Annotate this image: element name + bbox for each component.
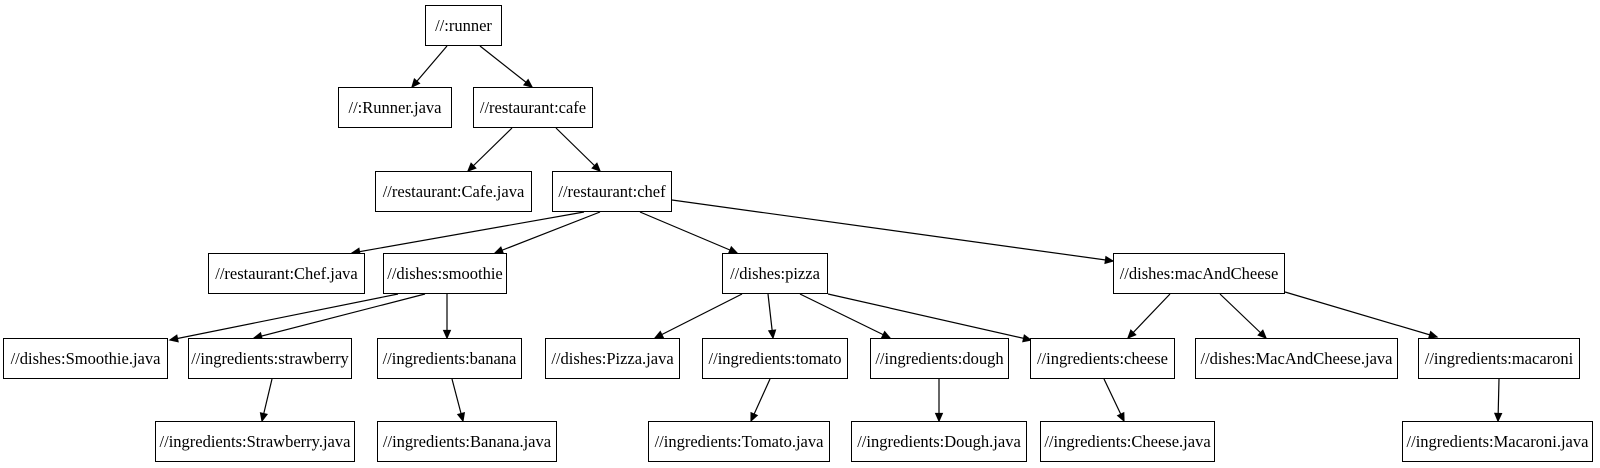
graph-edge-pizza-to-cheese (827, 293, 1033, 343)
graph-edge-smoothie-to-strawberry (252, 293, 426, 341)
graph-node-cafe: //restaurant:cafe (473, 87, 593, 128)
graph-edge-macaroni-to-macaroni_java (1493, 378, 1503, 423)
graph-node-chef_java: //restaurant:Chef.java (208, 253, 365, 294)
graph-edge-runner-to-cafe (479, 45, 534, 88)
graph-node-tomato_java: //ingredients:Tomato.java (648, 421, 830, 462)
graph-node-pizza_java: //dishes:Pizza.java (545, 338, 680, 379)
graph-edge-strawberry-to-strawberry_java (259, 378, 273, 423)
graph-edge-chef-to-smoothie (493, 211, 601, 254)
graph-edge-pizza-to-dough (799, 293, 892, 339)
graph-edge-chef-to-chef_java (350, 211, 585, 256)
graph-node-dough: //ingredients:dough (870, 338, 1009, 379)
graph-node-mac_java: //dishes:MacAndCheese.java (1195, 338, 1398, 379)
graph-node-pizza: //dishes:pizza (722, 253, 828, 294)
graph-edge-smoothie-to-smoothie_java (168, 293, 399, 343)
graph-node-smoothie_java: //dishes:Smoothie.java (3, 338, 168, 379)
graph-edge-tomato-to-tomato_java (750, 378, 771, 423)
graph-node-banana: //ingredients:banana (377, 338, 522, 379)
graph-edge-mac-to-macaroni (1284, 291, 1439, 339)
graph-node-macaroni_java: //ingredients:Macaroni.java (1402, 421, 1593, 462)
graph-node-dough_java: //ingredients:Dough.java (851, 421, 1027, 462)
graph-node-tomato: //ingredients:tomato (702, 338, 848, 379)
graph-node-cafe_java: //restaurant:Cafe.java (375, 171, 532, 212)
graph-node-strawberry_java: //ingredients:Strawberry.java (155, 421, 355, 462)
graph-edge-pizza-to-tomato (767, 293, 777, 340)
graph-edge-mac-to-mac_java (1219, 293, 1268, 339)
graph-edge-banana-to-banana_java (451, 378, 466, 423)
graph-node-banana_java: //ingredients:Banana.java (377, 421, 557, 462)
graph-edge-cafe-to-chef (555, 127, 602, 173)
graph-node-cheese: //ingredients:cheese (1030, 338, 1175, 379)
graph-edge-chef-to-mac (671, 199, 1115, 265)
graph-edge-chef-to-pizza (639, 211, 739, 254)
graph-node-chef: //restaurant:chef (552, 171, 672, 212)
graph-node-macaroni: //ingredients:macaroni (1418, 338, 1580, 379)
graph-edge-pizza-to-pizza_java (653, 293, 743, 339)
graph-edge-runner-to-runner_java (411, 45, 448, 89)
graph-node-smoothie: //dishes:smoothie (383, 253, 507, 294)
graph-node-strawberry: //ingredients:strawberry (188, 338, 352, 379)
graph-node-runner_java: //:Runner.java (338, 87, 452, 128)
graph-node-cheese_java: //ingredients:Cheese.java (1040, 421, 1215, 462)
graph-edge-cafe-to-cafe_java (466, 127, 513, 173)
graph-edge-cheese-to-cheese_java (1103, 378, 1125, 423)
graph-node-runner: //:runner (425, 5, 502, 46)
graph-edge-mac-to-cheese (1127, 293, 1171, 340)
graph-node-mac: //dishes:macAndCheese (1113, 253, 1285, 294)
